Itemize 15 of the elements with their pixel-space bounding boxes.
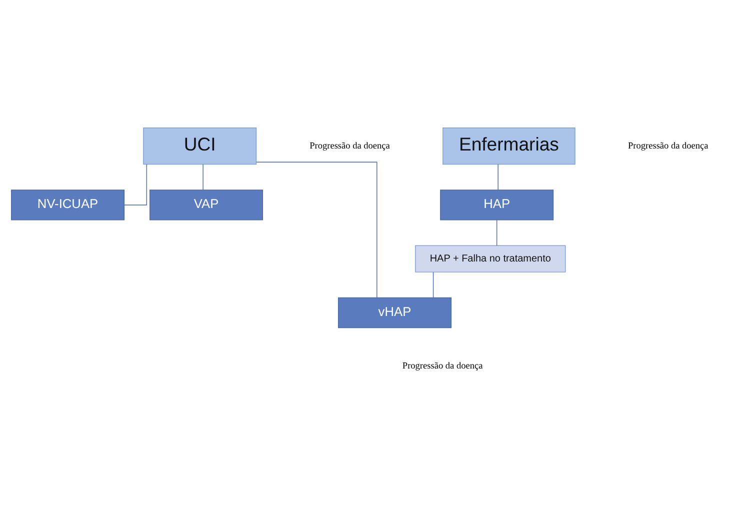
connector: [124, 164, 148, 205]
connector: [202, 164, 204, 190]
label: Progressão da doença: [628, 140, 708, 151]
connector: [496, 219, 498, 246]
connector: [432, 271, 434, 298]
node-box: HAP + Falha no tratamento: [415, 244, 566, 272]
node-box: NV-ICUAP: [11, 189, 125, 220]
label: Progressão da doença: [402, 361, 483, 372]
connector: [256, 161, 378, 298]
node-box: UCI: [143, 127, 257, 164]
node-box: HAP: [440, 189, 554, 220]
node-box: Enfermarias: [442, 127, 576, 164]
label: Progressão da doença: [310, 140, 390, 151]
node-box: VAP: [150, 189, 264, 220]
node-box: vHAP: [338, 296, 452, 328]
